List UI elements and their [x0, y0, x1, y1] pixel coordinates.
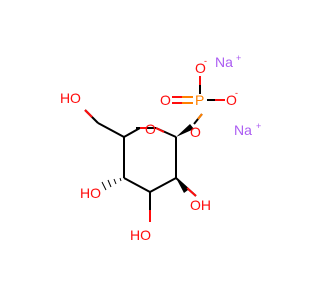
o-ch2-label: O [70, 90, 81, 106]
p-label: P [195, 92, 204, 108]
oh-c2-label: OH [190, 197, 211, 213]
o-bridge-label: O [190, 124, 201, 140]
na2-label: Na [234, 122, 252, 138]
o-phos-top-label: O [195, 60, 206, 76]
wedge-c1-obridge [176, 124, 194, 137]
molecule-drawing: Na + O - O P O - Na + O O H O HO HO OH [60, 53, 261, 243]
hash-c4-4 [101, 181, 107, 191]
h-ch2-label: H [60, 90, 70, 106]
na2-charge: + [256, 121, 261, 131]
hash-c4-1 [119, 177, 122, 182]
colored-bond-segments [84, 76, 225, 222]
o-phos-top-charge: - [204, 56, 207, 66]
o-phos-right-charge: - [235, 88, 238, 98]
wedge-c2-oh [176, 178, 188, 193]
oh-c3-label: HO [130, 227, 151, 243]
na1-label: Na [215, 54, 233, 70]
oh-c4-label: HO [80, 185, 101, 201]
bond-c5-ch2 [97, 122, 125, 138]
structure-diagram: Na + O - O P O - Na + O O H O HO HO OH [60, 53, 261, 243]
hash-c4-2 [113, 178, 117, 185]
bond-c2-c3 [149, 177, 177, 193]
wedge-bonds [101, 124, 194, 193]
atom-labels: Na + O - O P O - Na + O O H O HO HO OH [60, 53, 261, 243]
o-ring-label: O [145, 121, 156, 137]
hash-c4-3 [107, 179, 112, 188]
o-phos-right-label: O [226, 92, 237, 108]
bond-c3-c4 [123, 177, 151, 193]
o-double-label: O [160, 92, 171, 108]
na1-charge: + [236, 53, 241, 63]
bond-c5-oring-left [123, 127, 141, 138]
